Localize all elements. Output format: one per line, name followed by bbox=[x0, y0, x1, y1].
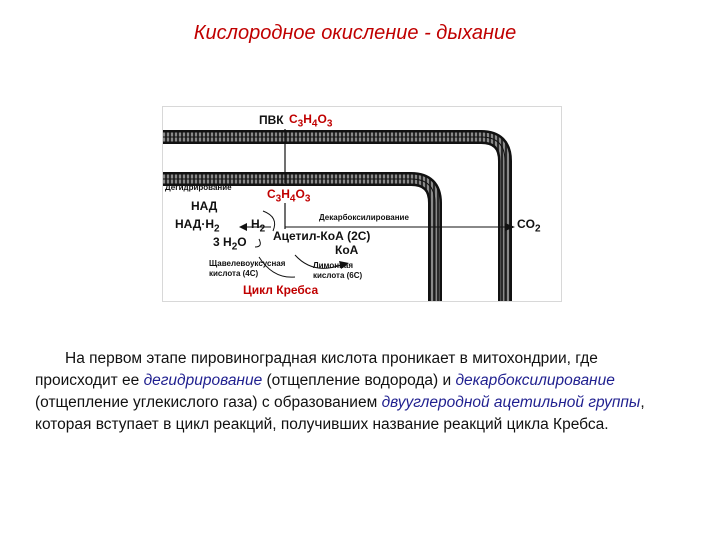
krebs-cycle-arc bbox=[294, 254, 342, 269]
h2-label: Н2 bbox=[251, 217, 266, 235]
slide-title: Кислородное окисление - дыхание bbox=[193, 22, 517, 44]
term-decarboxylation: декарбоксилирование bbox=[455, 372, 615, 389]
text-part-3: (отщепление углекислого газа) с образова… bbox=[35, 394, 382, 411]
membrane-drawing bbox=[163, 129, 515, 301]
decarboxylation-label: Декарбоксилирование bbox=[319, 213, 409, 222]
nad-arrow bbox=[262, 210, 276, 232]
nad-label: НАД bbox=[191, 199, 218, 213]
pvk-formula: C3H4O3 bbox=[289, 112, 333, 130]
coa-label: КоА bbox=[335, 243, 359, 257]
term-acetyl-group: двууглеродной ацетильной группы bbox=[381, 394, 641, 411]
term-dehydrogenation: дегидрирование bbox=[143, 372, 263, 389]
text-part-2: (отщепление водорода) и bbox=[262, 372, 456, 389]
co2-label: CO2 bbox=[517, 217, 541, 235]
text-part-1: На первом этапе пировиноградная кислота … bbox=[35, 350, 598, 389]
dehydrogenation-label: Дегидрирование bbox=[165, 183, 232, 192]
krebs-cycle-label: Цикл Кребса bbox=[243, 283, 319, 297]
nadh2-label: НАД·Н2 bbox=[175, 217, 220, 235]
text-part-4: , которая вступает в цикл реакций, получ… bbox=[35, 394, 645, 433]
mitochondrion-diagram: ПВК C3H4O3 Дегидрирование C3H4O3 НАД НАД… bbox=[162, 106, 562, 302]
mid-formula: C3H4O3 bbox=[267, 187, 311, 205]
acetyl-coa-label: Ацетил-КоА (2С) bbox=[273, 229, 371, 243]
water-label: 3 Н2О bbox=[213, 235, 247, 253]
pvk-label: ПВК bbox=[259, 113, 284, 127]
body-paragraph: На первом этапе пировиноградная кислота … bbox=[35, 348, 675, 436]
